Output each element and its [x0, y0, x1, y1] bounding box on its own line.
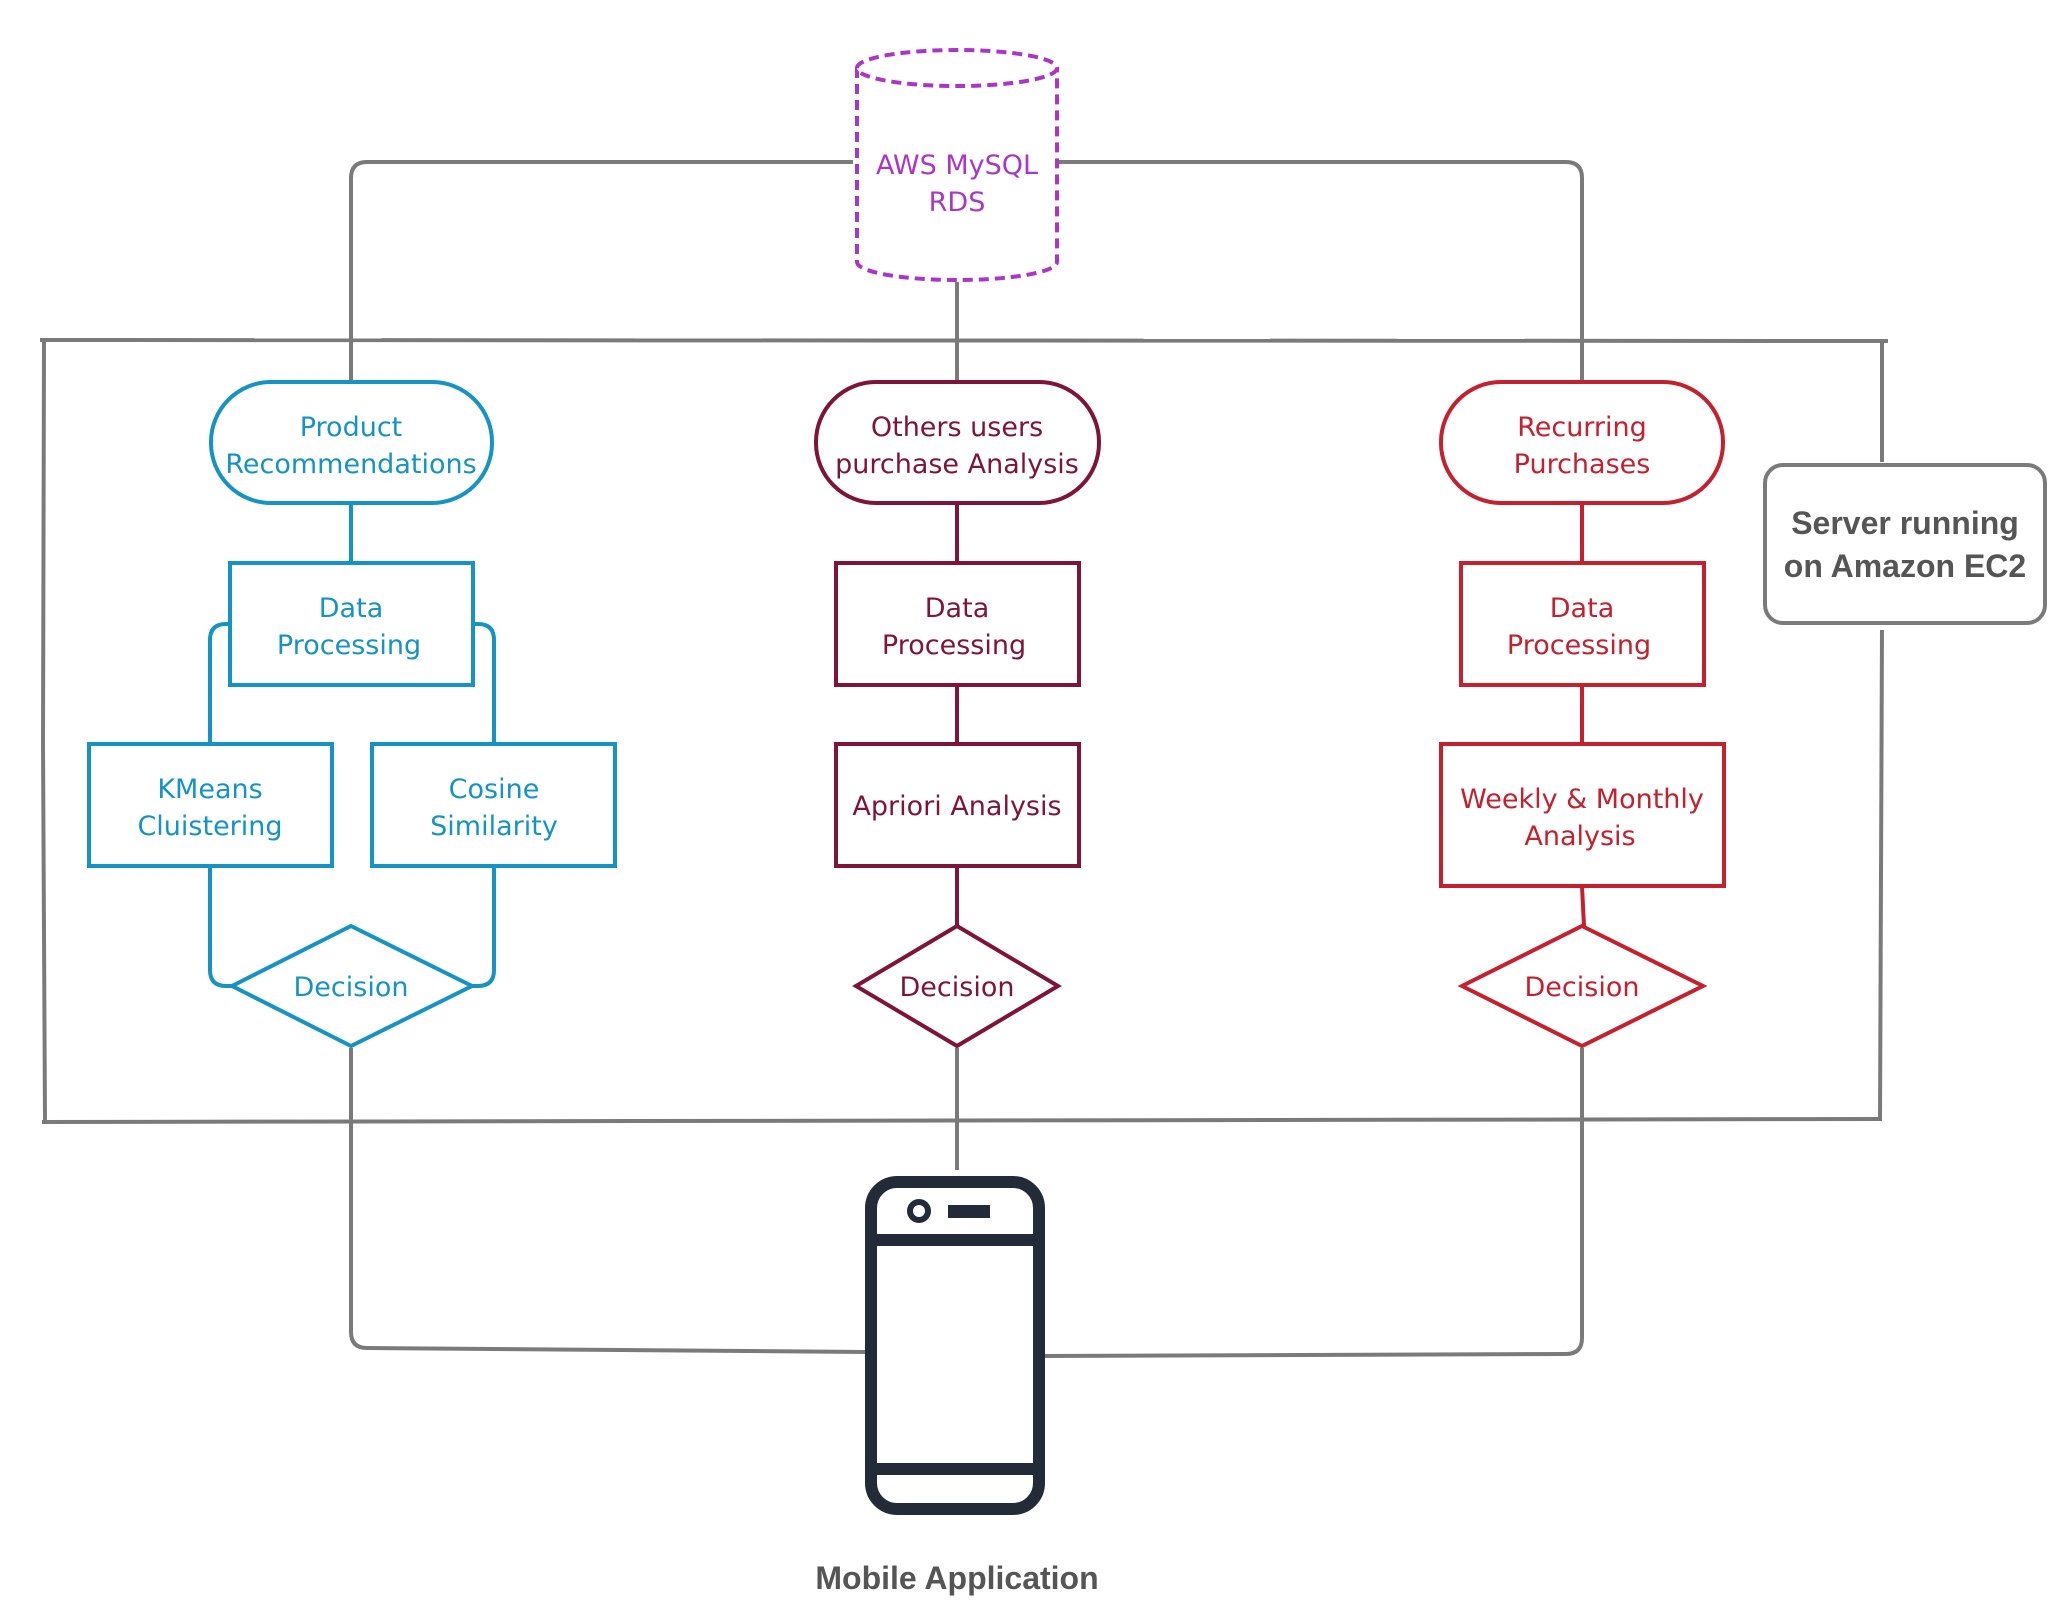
others-data-processing-line2: Processing [882, 630, 1026, 661]
server-boundary [39, 338, 1889, 1124]
mobile-phone-icon [865, 1176, 1045, 1515]
recurring-data-processing-line1: Data [1550, 593, 1614, 624]
product-data-processing-line2: Processing [277, 630, 421, 661]
product-column: Product Recommendations Data Processing … [87, 380, 617, 1049]
cosine-line1: Cosine [449, 774, 540, 805]
weekly-line1: Weekly & Monthly [1460, 784, 1704, 815]
weekly-monthly-analysis-box [1439, 742, 1726, 888]
product-decision-diamond [227, 923, 477, 1049]
recurring-decision-label: Decision [1525, 972, 1640, 1003]
cosine-similarity-box [370, 742, 617, 868]
others-data-processing-box [834, 561, 1081, 687]
server-label-line1: Server running [1791, 505, 2019, 541]
recurring-data-processing-line2: Processing [1507, 630, 1651, 661]
others-column: Others users purchase Analysis Data Proc… [814, 380, 1101, 1049]
product-recommendations-terminator [209, 380, 494, 505]
database-label-line2: RDS [929, 187, 986, 218]
weekly-line2: Analysis [1524, 821, 1635, 852]
recurring-column-lines [1580, 503, 1586, 927]
apriori-analysis-box [834, 742, 1081, 868]
product-data-processing-box [228, 561, 475, 687]
others-data-processing-line1: Data [925, 593, 989, 624]
product-title-line1: Product [300, 412, 403, 443]
recurring-data-processing-box [1459, 561, 1706, 687]
server-label-line2: on Amazon EC2 [1784, 548, 2026, 584]
product-decision-label: Decision [294, 972, 409, 1003]
kmeans-line1: KMeans [157, 774, 262, 805]
recurring-title-line2: Purchases [1514, 449, 1651, 480]
kmeans-line2: Cluistering [137, 811, 282, 842]
connectors [349, 160, 1584, 1358]
recurring-column: Recurring Purchases Data Processing Week… [1439, 380, 1726, 1049]
mobile-application-label: Mobile Application [815, 1560, 1098, 1596]
recurring-title-line1: Recurring [1517, 412, 1647, 443]
apriori-label: Apriori Analysis [852, 791, 1061, 822]
database-cylinder: AWS MySQL RDS [855, 48, 1059, 282]
recurring-decision-diamond [1457, 923, 1708, 1049]
recurring-purchases-terminator [1439, 380, 1725, 505]
server-label-box: Server running on Amazon EC2 [1763, 463, 2047, 625]
db-to-product-connector [349, 160, 853, 382]
product-title-line2: Recommendations [225, 449, 476, 480]
others-title-line2: purchase Analysis [835, 449, 1079, 480]
others-purchase-terminator [814, 380, 1101, 505]
product-decision-to-mobile-connector [349, 1048, 867, 1354]
others-decision-label: Decision [900, 972, 1015, 1003]
product-data-processing-line1: Data [319, 593, 383, 624]
database-label-line1: AWS MySQL [876, 150, 1038, 181]
recurring-decision-to-mobile-connector [1039, 1048, 1584, 1358]
cosine-line2: Similarity [430, 811, 558, 842]
others-title-line1: Others users [871, 412, 1043, 443]
db-to-recurring-connector [1058, 160, 1584, 382]
others-decision-diamond [852, 923, 1062, 1049]
kmeans-clustering-box [87, 742, 334, 868]
product-column-lines [208, 503, 496, 988]
